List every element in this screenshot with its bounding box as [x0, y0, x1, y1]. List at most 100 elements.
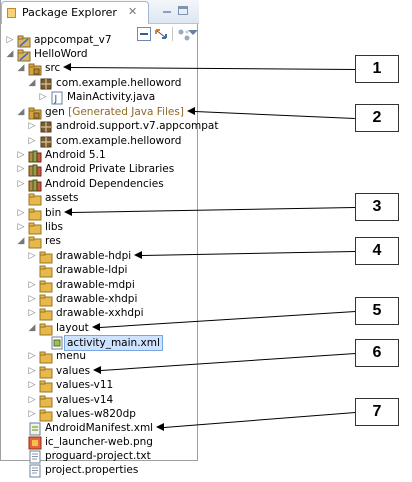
tree-item[interactable]: ◢HelloWord [1, 46, 197, 62]
project-icon [17, 47, 31, 62]
tree-item[interactable]: ▷Android 5.1 [1, 147, 197, 163]
tree-item[interactable]: ◢com.example.helloword [1, 75, 197, 91]
library-icon [28, 162, 42, 177]
collapsed-arrow-icon[interactable]: ▷ [17, 150, 25, 160]
minimize-button[interactable] [161, 4, 173, 16]
collapsed-arrow-icon[interactable]: ▷ [17, 179, 25, 189]
tree-item[interactable]: ▷com.example.helloword [1, 133, 197, 149]
tree-item-label: drawable-xxhdpi [56, 307, 144, 319]
tree-item[interactable]: ▷ android.support.v7.appcompat [1, 118, 218, 134]
collapsed-arrow-icon[interactable]: ▷ [28, 308, 36, 318]
expanded-arrow-icon[interactable]: ◢ [17, 107, 25, 117]
collapsed-arrow-icon[interactable]: ▷ [6, 35, 14, 45]
tree-item[interactable]: ▷Android Dependencies [1, 176, 197, 192]
minimize-icon [163, 11, 171, 13]
text-file-icon [28, 449, 42, 464]
focus-on-active-task-button[interactable] [177, 27, 191, 41]
callout-arrowhead [134, 251, 142, 259]
tree-item[interactable]: ▷drawable-hdpi [1, 248, 197, 264]
tree-item-label: gen [Generated Java Files] [45, 106, 184, 118]
tree-item[interactable]: ▷ bin [1, 205, 197, 221]
tree-item[interactable]: ▷drawable-xhdpi [1, 291, 197, 307]
tree-item[interactable]: ▷drawable-mdpi [1, 277, 197, 293]
tree-item[interactable]: project.properties [1, 462, 197, 478]
package-icon [39, 119, 53, 133]
collapsed-arrow-icon[interactable]: ▷ [17, 222, 25, 232]
folder-icon [39, 393, 53, 408]
tree-item[interactable]: ◢src [1, 60, 197, 76]
package-explorer-icon [7, 8, 16, 18]
tree-item-label: Android Private Libraries [45, 163, 175, 175]
collapsed-arrow-icon[interactable]: ▷ [28, 136, 36, 146]
tree-item[interactable]: activity_main.xml [1, 334, 197, 351]
tree-item[interactable]: ◢res [1, 233, 197, 249]
tree-item-label: values-w820dp [56, 408, 136, 420]
folder-icon [39, 278, 53, 293]
xml-layout-icon [50, 335, 64, 350]
tree-item[interactable]: assets [1, 190, 197, 206]
collapsed-arrow-icon[interactable]: ▷ [28, 121, 36, 131]
collapsed-arrow-icon[interactable]: ▷ [28, 294, 36, 304]
expanded-arrow-icon[interactable]: ◢ [28, 323, 36, 333]
folder-icon [39, 321, 53, 336]
tree-item[interactable]: ▷values [1, 363, 197, 379]
collapsed-arrow-icon[interactable]: ▷ [28, 366, 36, 376]
callout-arrowhead [92, 323, 100, 331]
package-icon [39, 134, 53, 148]
tree-item[interactable]: ▷values-v11 [1, 377, 197, 393]
collapsed-arrow-icon[interactable]: ▷ [28, 409, 36, 419]
tree-item[interactable]: AndroidManifest.xml [1, 420, 197, 436]
expanded-arrow-icon[interactable]: ◢ [28, 78, 36, 88]
tree-item-label: project.properties [45, 464, 139, 476]
view-title: Package Explorer [22, 6, 117, 19]
collapsed-arrow-icon[interactable]: ▷ [39, 92, 47, 102]
collapsed-arrow-icon[interactable]: ▷ [28, 395, 36, 405]
collapsed-arrow-icon[interactable]: ▷ [17, 208, 25, 218]
collapsed-arrow-icon[interactable]: ▷ [28, 380, 36, 390]
collapsed-arrow-icon[interactable]: ▷ [28, 251, 36, 261]
callout-arrowhead [187, 107, 195, 115]
collapse-all-button[interactable] [137, 27, 151, 41]
manifest-icon [28, 421, 42, 436]
maximize-button[interactable] [178, 6, 188, 15]
callout-number-box: 7 [355, 398, 399, 426]
package-icon [39, 76, 53, 90]
folder-icon [39, 349, 53, 364]
tree-item[interactable]: ▷menu [1, 348, 197, 364]
tree-item-label: android.support.v7.appcompat [56, 120, 219, 132]
tree-item[interactable]: ic_launcher-web.png [1, 434, 197, 450]
tree-item-label: proguard-project.txt [45, 450, 151, 462]
tree-item[interactable]: ▷appcompat_v7 [1, 32, 197, 48]
collapsed-arrow-icon[interactable]: ▷ [17, 164, 25, 174]
tree-item-decoration: [Generated Java Files] [64, 106, 184, 118]
expanded-arrow-icon[interactable]: ◢ [6, 49, 14, 59]
tree-item[interactable]: ◢ gen [Generated Java Files] [1, 104, 197, 120]
expanded-arrow-icon[interactable]: ◢ [17, 63, 25, 73]
folder-icon [28, 206, 42, 221]
package-explorer-tab[interactable]: Package Explorer ✕ [1, 1, 149, 24]
expanded-arrow-icon[interactable]: ◢ [17, 236, 25, 246]
source-folder-icon [28, 61, 42, 76]
tree-item[interactable]: ▷ Android Private Libraries [1, 161, 197, 177]
tree-item-label: bin [45, 207, 62, 219]
callout-arrowhead [64, 208, 72, 216]
tree-item-label: AndroidManifest.xml [45, 422, 154, 434]
callout-line [194, 111, 355, 119]
tree-item[interactable]: drawable-ldpi [1, 262, 197, 278]
toolbar-separator [172, 27, 173, 41]
link-with-editor-button[interactable] [154, 27, 168, 41]
tree-item[interactable]: ▷values-v14 [1, 392, 197, 408]
tree-item-label: drawable-ldpi [56, 264, 128, 276]
callout-number-box: 2 [355, 104, 399, 132]
link-with-editor-icon [155, 29, 167, 39]
library-icon [28, 177, 42, 192]
tree-item[interactable]: ◢layout [1, 320, 197, 336]
close-icon[interactable]: ✕ [128, 5, 138, 18]
tree-item[interactable]: ▷ drawable-xxhdpi [1, 305, 197, 321]
collapsed-arrow-icon[interactable]: ▷ [28, 351, 36, 361]
focus-task-icon [178, 29, 190, 41]
tree-item[interactable]: ▷libs [1, 219, 197, 235]
collapsed-arrow-icon[interactable]: ▷ [28, 280, 36, 290]
tree-item[interactable]: ▷ values-w820dp [1, 406, 197, 422]
